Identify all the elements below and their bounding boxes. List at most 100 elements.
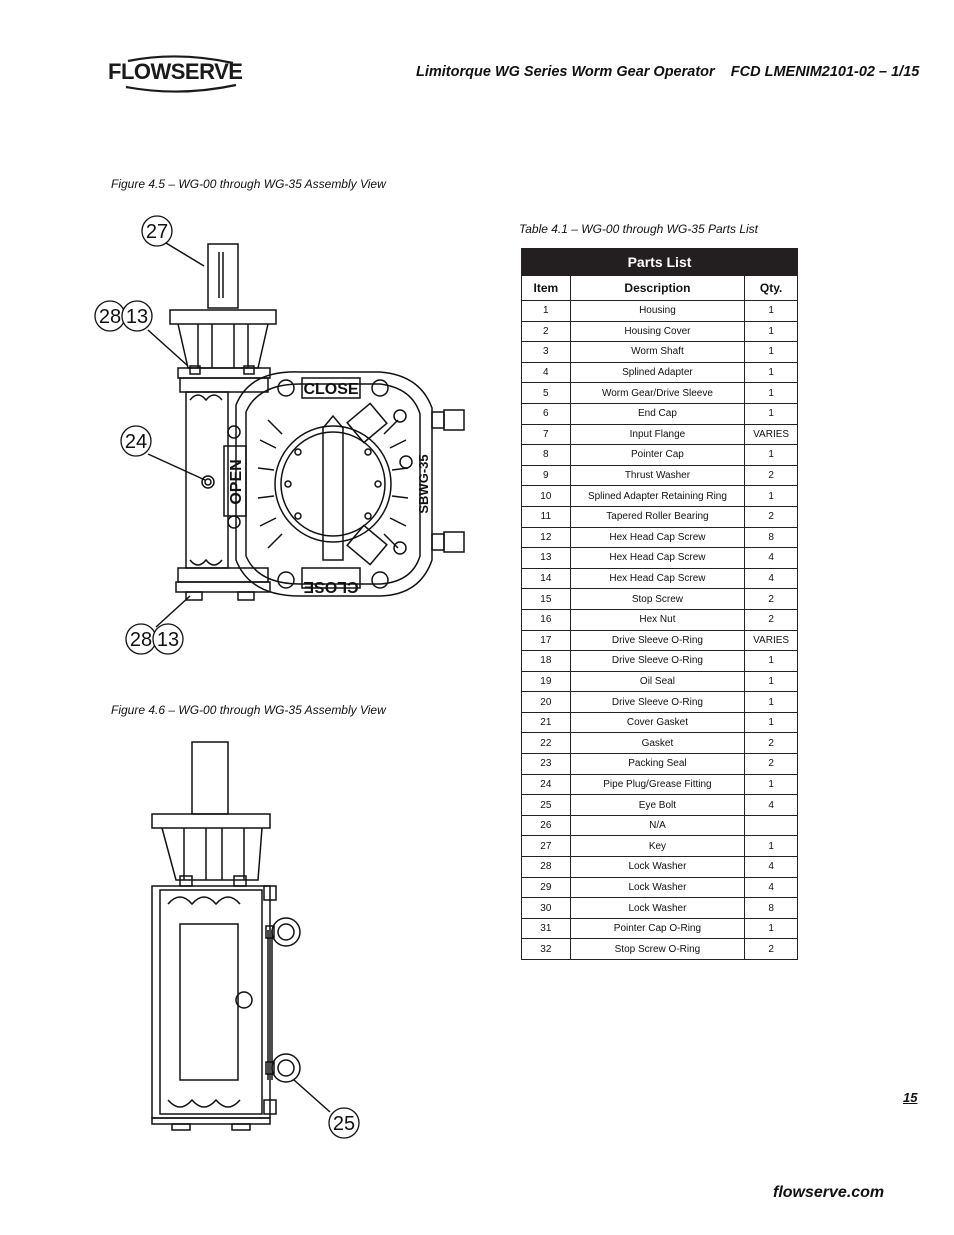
- column-header-description: Description: [569, 275, 746, 301]
- cell-item: 30: [521, 897, 571, 919]
- cell-qty: 1: [744, 691, 798, 713]
- callout-27: 27: [146, 221, 168, 243]
- cell-description: Lock Washer: [569, 856, 746, 878]
- cell-qty: 4: [744, 876, 798, 899]
- cell-item: 3: [521, 341, 571, 363]
- cell-item: 27: [521, 835, 571, 858]
- cell-qty: 1: [744, 650, 798, 672]
- cell-description: Stop Screw O-Ring: [569, 938, 746, 960]
- cell-description: Pointer Cap: [569, 444, 746, 466]
- cell-qty: 2: [744, 588, 798, 610]
- callout-25: 25: [333, 1113, 355, 1135]
- cell-item: 29: [521, 876, 571, 899]
- cell-qty: 1: [744, 711, 798, 734]
- callout-28-bottom: 28: [130, 629, 152, 651]
- cell-item: 10: [521, 485, 571, 507]
- cell-item: 16: [521, 608, 571, 631]
- cell-description: Lock Washer: [569, 897, 746, 919]
- cell-qty: 1: [744, 773, 798, 796]
- cell-qty: 8: [744, 897, 798, 919]
- column-header-qty: Qty.: [744, 275, 798, 301]
- cell-qty: 4: [744, 794, 798, 816]
- cell-item: 32: [521, 938, 571, 960]
- cell-qty: 4: [744, 567, 798, 590]
- cell-qty: 2: [744, 732, 798, 755]
- cell-qty: 1: [744, 320, 798, 343]
- logo-text: FLOWSERVE: [108, 59, 243, 84]
- cell-description: Worm Shaft: [569, 341, 746, 363]
- cell-qty: 4: [744, 856, 798, 878]
- cell-description: Hex Nut: [569, 608, 746, 631]
- cell-item: 19: [521, 670, 571, 693]
- cell-qty: 1: [744, 917, 798, 940]
- column-header-item: Item: [521, 275, 571, 301]
- table-caption: Table 4.1 – WG-00 through WG-35 Parts Li…: [519, 222, 758, 236]
- cell-qty: [744, 814, 798, 837]
- cell-description: Drive Sleeve O-Ring: [569, 629, 746, 652]
- cell-item: 21: [521, 711, 571, 734]
- page-number: 15: [903, 1090, 918, 1105]
- cell-description: Input Flange: [569, 423, 746, 446]
- cell-qty: 2: [744, 505, 798, 528]
- cell-qty: 2: [744, 608, 798, 631]
- cell-item: 2: [521, 320, 571, 343]
- cell-qty: 2: [744, 464, 798, 487]
- cell-qty: 1: [744, 670, 798, 693]
- cell-item: 11: [521, 505, 571, 528]
- cell-qty: 4: [744, 547, 798, 569]
- cell-item: 23: [521, 753, 571, 775]
- cell-qty: 2: [744, 753, 798, 775]
- flowserve-logo: FLOWSERVE: [108, 55, 248, 95]
- cell-qty: 1: [744, 444, 798, 466]
- cell-qty: 1: [744, 402, 798, 425]
- cell-item: 28: [521, 856, 571, 878]
- cell-qty: 2: [744, 938, 798, 960]
- cell-item: 26: [521, 814, 571, 837]
- cell-description: Drive Sleeve O-Ring: [569, 691, 746, 713]
- website-link[interactable]: flowserve.com: [773, 1184, 885, 1201]
- cell-description: Splined Adapter Retaining Ring: [569, 485, 746, 507]
- cell-description: Eye Bolt: [569, 794, 746, 816]
- cell-item: 15: [521, 588, 571, 610]
- cell-item: 20: [521, 691, 571, 713]
- cell-description: Oil Seal: [569, 670, 746, 693]
- callout-24: 24: [125, 431, 147, 453]
- parts-list-title: Parts List: [521, 248, 798, 276]
- cell-qty: 1: [744, 300, 798, 322]
- cell-item: 31: [521, 917, 571, 940]
- cell-description: Hex Head Cap Screw: [569, 567, 746, 590]
- cell-item: 24: [521, 773, 571, 796]
- cell-qty: 1: [744, 382, 798, 404]
- cell-item: 1: [521, 300, 571, 322]
- casting-close-top: CLOSE: [303, 381, 358, 398]
- cell-item: 17: [521, 629, 571, 652]
- cell-qty: VARIES: [744, 423, 798, 446]
- cell-description: Gasket: [569, 732, 746, 755]
- cell-item: 18: [521, 650, 571, 672]
- cell-item: 25: [521, 794, 571, 816]
- cell-description: Housing Cover: [569, 320, 746, 343]
- cell-description: Pipe Plug/Grease Fitting: [569, 773, 746, 796]
- cell-qty: 1: [744, 341, 798, 363]
